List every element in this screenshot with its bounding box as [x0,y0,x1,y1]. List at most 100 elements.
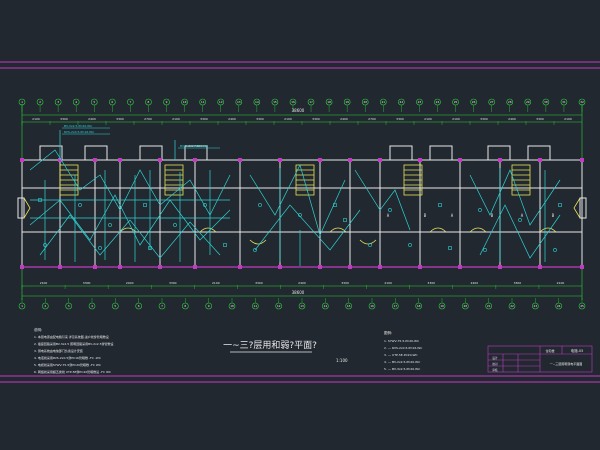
dimension-label: 3300 [116,117,124,121]
axis-label: 20 [464,304,468,308]
axis-bubble [438,302,446,310]
fixture-symbol [298,213,302,217]
notes-left-line: 6. 网络线采用超五类线 UTP-5E穿PC20管暗敷设 -FC WC [34,369,111,374]
fixture-symbol [483,248,487,252]
fixture-symbol [223,243,227,247]
axis-label: 25 [580,304,584,308]
axis-label: 22 [400,100,404,104]
axis-label: 17 [309,100,313,104]
column [458,158,462,162]
room-label: B [552,213,555,218]
column [20,158,24,162]
dimension-label: 2100 [452,117,460,121]
axis-bubble [181,98,188,106]
leader-note-1: BV-3x2.5-PC20-WC [64,124,92,128]
dimension-label: 2400 [228,117,236,121]
stairwells [23,164,581,245]
fixture-symbol [388,208,392,212]
dimension-label: 2100 [32,117,40,121]
notes-left: 说明: 1. 本层电源由配电箱引来 详见系统图,进户线穿管暗敷设 2. 插座回路… [34,327,114,374]
column [580,158,584,162]
dimension-label: 2100 [40,281,48,285]
dimension-label: 3300 [480,117,488,121]
axis-bubble [36,98,44,106]
axis-label: 7 [129,100,131,104]
notes-right-line: 2. --- RVS-2x0.5-PC16-WC [384,346,422,350]
fixture-symbol [43,243,47,247]
axis-bubble [109,98,116,106]
axis-label: 16 [370,304,374,308]
stair-4 [403,164,423,196]
dimension-label: 3300 [60,117,68,121]
axis-bubble [560,98,568,106]
title-block-project: 住宅楼 [545,348,554,353]
title-block-drawing-name: 一~三层照明弱电平面图 [550,361,583,366]
title-block-designer: 设计 [492,356,498,360]
room-label: B [491,213,494,218]
stair-3 [295,164,315,196]
overall-dimension-bottom: 38600 [292,290,305,295]
axis-bubble [252,302,259,310]
axis-label: 13 [300,304,304,308]
axis-label: 27 [490,100,494,104]
axis-label: 1 [21,100,23,104]
axis-bubble [416,98,423,106]
axis-label: 1 [21,304,23,308]
axis-bubble [145,98,152,106]
axis-bubble [488,98,495,106]
axis-bubble [163,98,170,106]
fixture-symbol [558,203,562,207]
axis-label: 19 [440,304,444,308]
fixture-symbol [333,203,337,207]
axis-label: 18 [327,100,331,104]
fixture-symbol [258,203,262,207]
axis-bubble [345,302,352,310]
axis-label: 3 [68,304,70,308]
axis-bubble [72,98,80,106]
axis-bubble [325,98,333,106]
column [193,158,197,162]
room-label: B [424,213,427,218]
axis-bubble [307,98,315,106]
dimension-label: 3300 [169,281,177,285]
axis-bubble [555,302,562,310]
axis-bubble [322,302,329,310]
dimension-label: 2100 [212,281,220,285]
column [378,158,382,162]
drawing-frame [0,61,600,383]
axis-bubble [127,98,134,106]
axis-label: 4 [91,304,93,308]
fixture-symbol [173,223,177,227]
dimension-label: 2400 [88,117,96,121]
axis-label: 22 [510,304,514,308]
axis-bubble [217,98,225,106]
axis-label: 24 [557,304,561,308]
column [318,158,322,162]
fixture-symbol [518,218,522,222]
axis-label: 5 [93,100,95,104]
notes-left-line: 1. 本层电源由配电箱引来 详见系统图,进户线穿管暗敷设 [34,334,109,339]
dimension-label: 3300 [396,117,404,121]
axis-label: 32 [580,100,584,104]
dimension-label: 3300 [256,117,264,121]
axis-bubble [542,98,550,106]
notes-right-line: 4. --- BV-2x2.5-PC20-WC [384,360,420,364]
axis-bubble [235,98,243,106]
axis-bubble [88,302,96,310]
fixture-symbol [553,248,557,252]
column [238,158,242,162]
fixture-symbol [148,246,152,250]
axis-label: 12 [277,304,281,308]
dimension-label: 3300 [514,281,522,285]
dimension-label: 2100 [564,117,572,121]
fixture-symbol [408,243,412,247]
axis-bubble [90,98,98,106]
dimension-label: 2700 [144,117,152,121]
fixture-symbol [253,248,257,252]
fixture-symbol [203,203,207,207]
axis-bubble [415,302,422,310]
axis-bubble [275,302,282,310]
axis-bubble [18,302,26,310]
